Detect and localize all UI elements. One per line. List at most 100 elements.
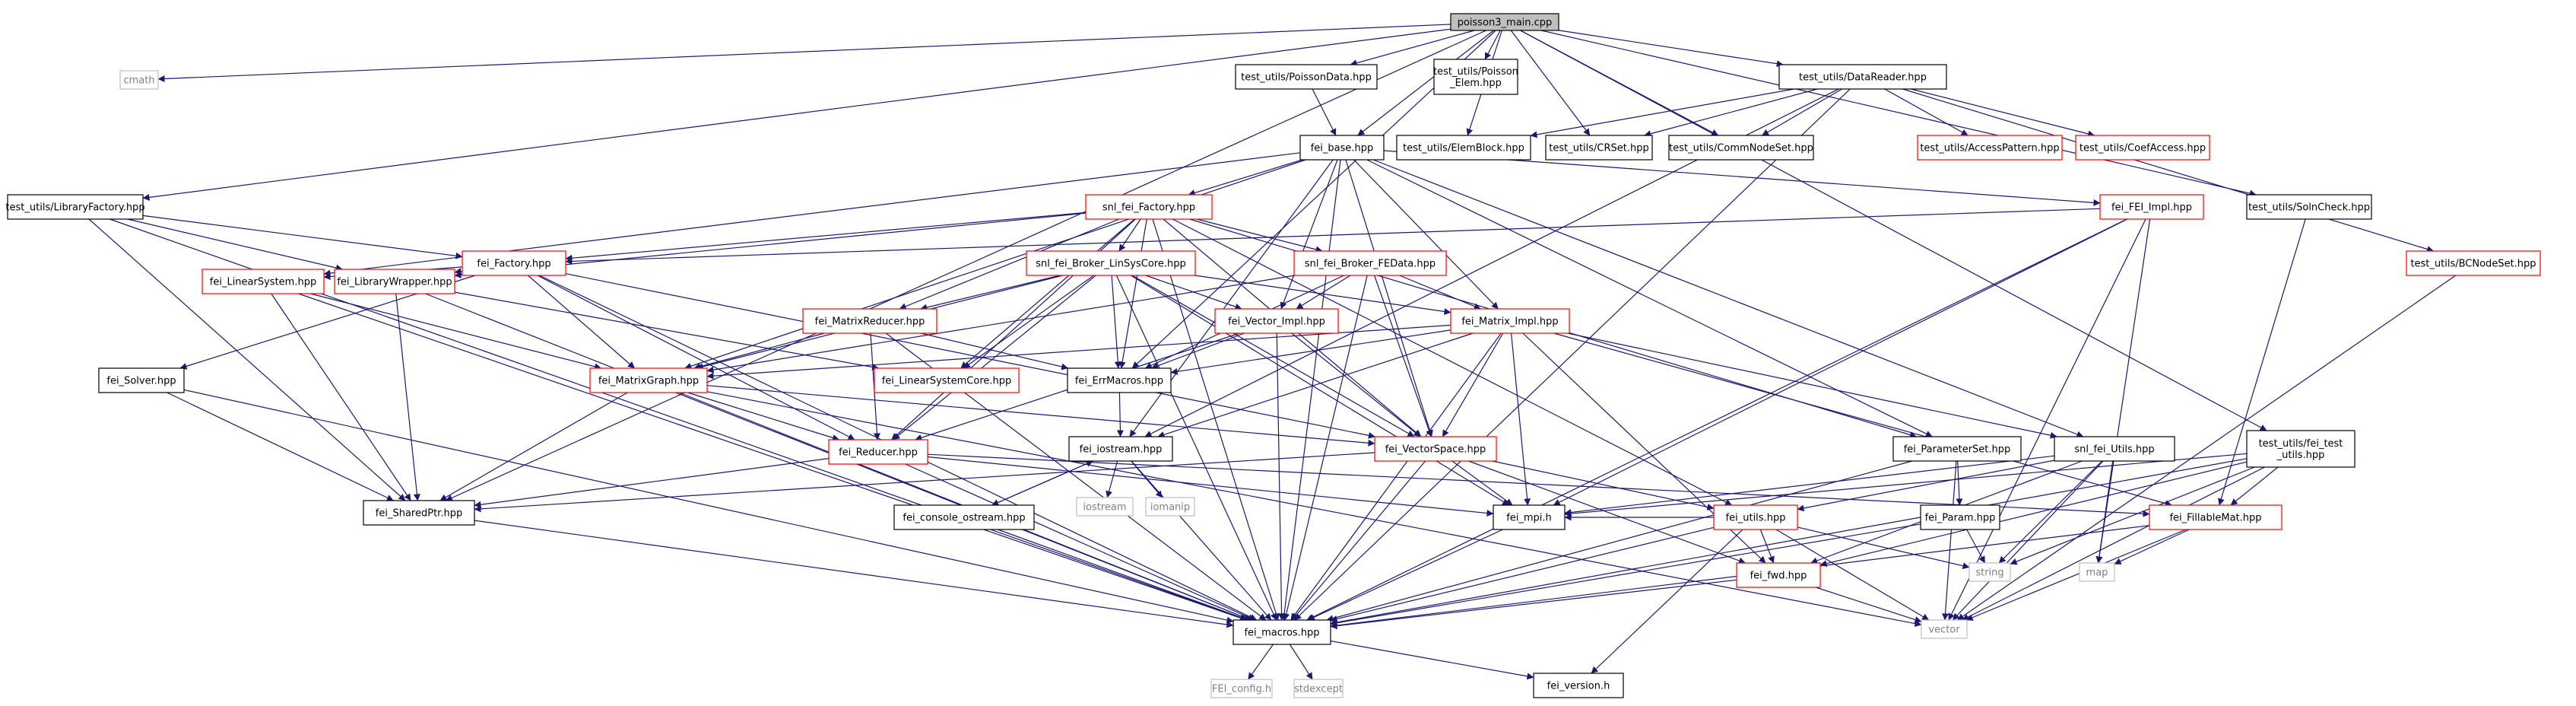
node-matrixreducer[interactable]: fei_MatrixReducer.hpp bbox=[802, 308, 937, 334]
node-box-feiconfig bbox=[1210, 679, 1273, 698]
node-box-map bbox=[2079, 562, 2115, 582]
edge-librarywrapper-to-linearsystemcore bbox=[454, 291, 880, 370]
node-consoleostream[interactable]: fei_console_ostream.hpp bbox=[893, 504, 1035, 530]
node-feimacros[interactable]: fei_macros.hpp bbox=[1232, 619, 1331, 645]
node-box-accesspattern bbox=[1917, 135, 2063, 161]
edge-solver-to-feimacros bbox=[183, 389, 1234, 624]
node-box-consoleostream bbox=[893, 504, 1035, 530]
node-label-snlfactory: snl_fei_Factory.hpp bbox=[1102, 202, 1195, 214]
node-label-feiimpl: fei_FEI_Impl.hpp bbox=[2111, 202, 2192, 214]
node-libfactory[interactable]: test_utils/LibraryFactory.hpp bbox=[5, 194, 145, 220]
edge-snlutils-to-map bbox=[2095, 460, 2114, 564]
edge-feiimpl-to-feifactory bbox=[565, 208, 2101, 265]
edge-matriximpl-to-feimpi bbox=[1511, 332, 1531, 506]
node-fillablemat[interactable]: fei_FillableMat.hpp bbox=[2149, 504, 2283, 530]
node-solver[interactable]: fei_Solver.hpp bbox=[98, 367, 185, 393]
edge-root-to-cmath bbox=[157, 24, 1451, 83]
node-poissondata[interactable]: test_utils/PoissonData.hpp bbox=[1235, 64, 1378, 90]
edge-feiparam-to-string bbox=[1966, 529, 1986, 564]
node-box-vectorimpl bbox=[1214, 308, 1339, 334]
node-box-commnodeset bbox=[1668, 135, 1814, 161]
node-datareader[interactable]: test_utils/DataReader.hpp bbox=[1778, 64, 1947, 90]
node-box-bcnodeset bbox=[2406, 250, 2541, 276]
edge-librarywrapper-to-sharedptr bbox=[395, 293, 420, 501]
node-sharedptr[interactable]: fei_SharedPtr.hpp bbox=[363, 500, 475, 526]
edge-snlfactory-to-brokerfed bbox=[1196, 218, 1323, 253]
node-feiversion[interactable]: fei_version.h bbox=[1533, 673, 1624, 698]
edge-brokerlsc-to-reducer bbox=[893, 275, 1096, 440]
edge-feifactory-to-vectorspace bbox=[565, 273, 1375, 439]
node-brokerlsc[interactable]: snl_fei_Broker_LinSysCore.hpp bbox=[1026, 250, 1196, 276]
node-iostreamhpp[interactable]: fei_iostream.hpp bbox=[1068, 436, 1173, 462]
edge-iostreamhpp-to-feimacros bbox=[1131, 460, 1272, 621]
edge-feibase-to-snlutils bbox=[1372, 159, 2084, 438]
edge-feiparam-to-feimacros bbox=[1330, 523, 1921, 627]
edge-linearsystem-to-matrixgraph bbox=[310, 293, 602, 370]
edge-reducer-to-feimpi bbox=[927, 456, 1494, 517]
node-string: string bbox=[1968, 562, 2011, 582]
node-label-accesspattern: test_utils/AccessPattern.hpp bbox=[1920, 143, 2059, 154]
edge-reducer-to-feimacros bbox=[905, 463, 1255, 621]
node-coefaccess[interactable]: test_utils/CoefAccess.hpp bbox=[2075, 135, 2210, 161]
edge-brokerlsc-to-errmacros bbox=[1111, 275, 1121, 369]
edge-brokerlsc-to-feimacros bbox=[1115, 275, 1277, 621]
node-label-feiparam: fei_Param.hpp bbox=[1925, 513, 1996, 524]
edge-snlfactory-to-matrixreducer bbox=[899, 218, 1120, 310]
node-feiutils[interactable]: fei_utils.hpp bbox=[1713, 504, 1798, 530]
node-vectorimpl[interactable]: fei_Vector_Impl.hpp bbox=[1214, 308, 1339, 334]
edge-snlfactory-to-feimacros bbox=[1152, 218, 1280, 621]
node-bcnodeset[interactable]: test_utils/BCNodeSet.hpp bbox=[2406, 250, 2541, 276]
edge-feiutils-to-string bbox=[1797, 526, 1970, 570]
node-crset[interactable]: test_utils/CRSet.hpp bbox=[1545, 135, 1653, 161]
node-feiimpl[interactable]: fei_FEI_Impl.hpp bbox=[2099, 194, 2204, 220]
node-box-solncheck bbox=[2246, 194, 2372, 220]
edge-solver-to-sharedptr bbox=[167, 392, 394, 501]
node-label-solver: fei_Solver.hpp bbox=[106, 376, 176, 387]
node-box-feifwd bbox=[1736, 562, 1821, 588]
node-label-iostreamhpp: fei_iostream.hpp bbox=[1080, 444, 1163, 456]
node-poissonelem[interactable]: test_utils/Poisson_Elem.hpp bbox=[1433, 59, 1518, 95]
node-box-iostream bbox=[1076, 497, 1134, 517]
edge-vectorspace-to-feimacros bbox=[1291, 460, 1426, 621]
node-testutilsfei[interactable]: test_utils/fei_test_utils.hpp bbox=[2246, 430, 2356, 468]
edge-feiimpl-to-vector bbox=[1948, 218, 2146, 621]
node-matriximpl[interactable]: fei_Matrix_Impl.hpp bbox=[1450, 308, 1570, 334]
node-feimpi[interactable]: fei_mpi.h bbox=[1493, 504, 1566, 530]
node-feibase[interactable]: fei_base.hpp bbox=[1299, 135, 1385, 161]
node-linearsystem[interactable]: fei_LinearSystem.hpp bbox=[201, 269, 325, 294]
node-linearsystemcore[interactable]: fei_LinearSystemCore.hpp bbox=[874, 367, 1020, 393]
node-box-linearsystemcore bbox=[874, 367, 1020, 393]
node-box-brokerlsc bbox=[1026, 250, 1196, 276]
edge-fillablemat-to-map bbox=[2114, 529, 2190, 564]
edge-feibase-to-vectorspace bbox=[1345, 159, 1433, 437]
node-librarywrapper[interactable]: fei_LibraryWrapper.hpp bbox=[334, 269, 455, 294]
node-reducer[interactable]: fei_Reducer.hpp bbox=[828, 439, 928, 465]
node-feifwd[interactable]: fei_fwd.hpp bbox=[1736, 562, 1821, 588]
node-feifactory[interactable]: fei_Factory.hpp bbox=[462, 250, 566, 276]
node-parameterset[interactable]: fei_ParameterSet.hpp bbox=[1892, 436, 2022, 462]
node-box-datareader bbox=[1778, 64, 1947, 90]
edge-poissondata-to-feibase bbox=[1312, 88, 1337, 136]
node-commnodeset[interactable]: test_utils/CommNodeSet.hpp bbox=[1668, 135, 1814, 161]
node-root[interactable]: poisson3_main.cpp bbox=[1450, 13, 1559, 31]
node-snlutils[interactable]: snl_fei_Utils.hpp bbox=[2054, 436, 2175, 462]
node-accesspattern[interactable]: test_utils/AccessPattern.hpp bbox=[1917, 135, 2063, 161]
edge-feimacros-to-feiversion bbox=[1330, 640, 1534, 680]
node-matrixgraph[interactable]: fei_MatrixGraph.hpp bbox=[589, 367, 708, 393]
edge-feiimpl-to-feimpi bbox=[1553, 218, 2128, 506]
edge-snlutils-to-feimpi bbox=[1564, 455, 2055, 516]
node-snlfactory[interactable]: snl_fei_Factory.hpp bbox=[1085, 194, 1213, 220]
node-label-feimpi: fei_mpi.h bbox=[1506, 513, 1552, 524]
node-brokerfed[interactable]: snl_fei_Broker_FEData.hpp bbox=[1293, 250, 1447, 276]
node-box-solver bbox=[98, 367, 185, 393]
node-box-reducer bbox=[828, 439, 928, 465]
node-elemblock[interactable]: test_utils/ElemBlock.hpp bbox=[1396, 135, 1531, 161]
node-vectorspace[interactable]: fei_VectorSpace.hpp bbox=[1374, 436, 1497, 462]
node-box-linearsystem bbox=[201, 269, 325, 294]
edge-datareader-to-accesspattern bbox=[1884, 88, 1968, 136]
node-feiparam[interactable]: fei_Param.hpp bbox=[1920, 504, 2000, 530]
node-solncheck[interactable]: test_utils/SolnCheck.hpp bbox=[2246, 194, 2372, 220]
node-iostream: iostream bbox=[1076, 497, 1134, 517]
node-errmacros[interactable]: fei_ErrMacros.hpp bbox=[1067, 367, 1172, 393]
node-box-matrixreducer bbox=[802, 308, 937, 334]
